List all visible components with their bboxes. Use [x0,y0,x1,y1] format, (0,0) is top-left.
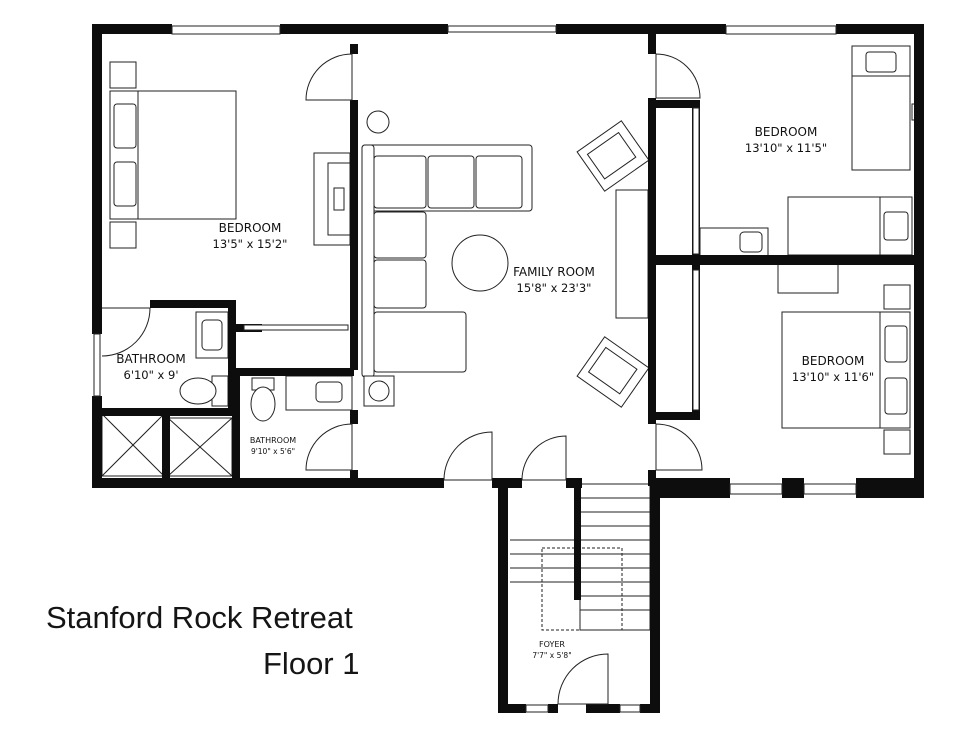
room-name-family-room: FAMILY ROOM [513,265,595,279]
sliding-door [447,25,557,33]
toilet [179,375,229,407]
sink-small [739,231,763,253]
window [803,483,857,495]
coffee-table [451,234,509,292]
door [101,307,151,357]
shower [101,413,165,477]
nightstand [883,284,911,310]
closet-door [243,324,349,331]
shower [167,417,233,477]
dresser-se [777,262,839,294]
floor-label: Floor 1 [263,646,360,681]
vanity-sink [195,311,229,359]
dresser-west [313,152,351,246]
room-name-bathroom-small: BATHROOM [250,436,296,445]
closet-door [692,107,700,255]
armchair [576,336,650,408]
armchair [576,120,650,192]
room-dims-bedroom-se: 13'10" x 11'6" [792,370,874,384]
room-name-bedroom-west: BEDROOM [219,221,282,235]
room-dims-bathroom-west: 6'10" x 9' [124,368,179,382]
bed-west [109,90,237,220]
nightstand [109,61,137,89]
sectional-sofa [361,144,533,378]
window [93,333,101,397]
plan-title: Stanford Rock Retreat [46,600,353,635]
door [443,431,493,481]
room-dims-family-room: 15'8" x 23'3" [517,281,592,295]
door [521,435,567,481]
room-name-bedroom-ne: BEDROOM [755,125,818,139]
staircase [510,483,651,631]
door [655,53,701,99]
room-dims-bedroom-west: 13'5" x 15'2" [213,237,288,251]
bed-ne-top [851,45,911,171]
room-name-foyer: FOYER [539,640,565,649]
door [557,653,609,705]
nightstand [883,429,911,455]
door [305,53,353,101]
toilet [250,377,276,422]
closet-door [692,269,700,411]
bed-se [781,311,911,429]
window [171,25,281,35]
side-table [363,375,395,407]
room-name-bedroom-se: BEDROOM [802,354,865,368]
window [619,704,641,713]
bed-ne-bottom [787,196,913,256]
furniture-layer [101,45,917,631]
doors [101,53,703,705]
lamp [366,110,390,134]
window [725,25,837,35]
tv-console [615,189,649,319]
window [729,483,783,495]
vanity-sink [285,375,353,411]
windows [93,25,857,713]
room-dims-foyer: 7'7" x 5'8" [532,651,571,660]
door [655,423,703,471]
room-labels: BEDROOM 13'5" x 15'2" BATHROOM 6'10" x 9… [116,125,874,660]
window [525,704,549,713]
nightstand [109,221,137,249]
room-name-bathroom-west: BATHROOM [116,352,185,366]
room-dims-bedroom-ne: 13'10" x 11'5" [745,141,827,155]
room-dims-bathroom-small: 9'10" x 5'6" [251,447,295,456]
door [305,423,353,471]
